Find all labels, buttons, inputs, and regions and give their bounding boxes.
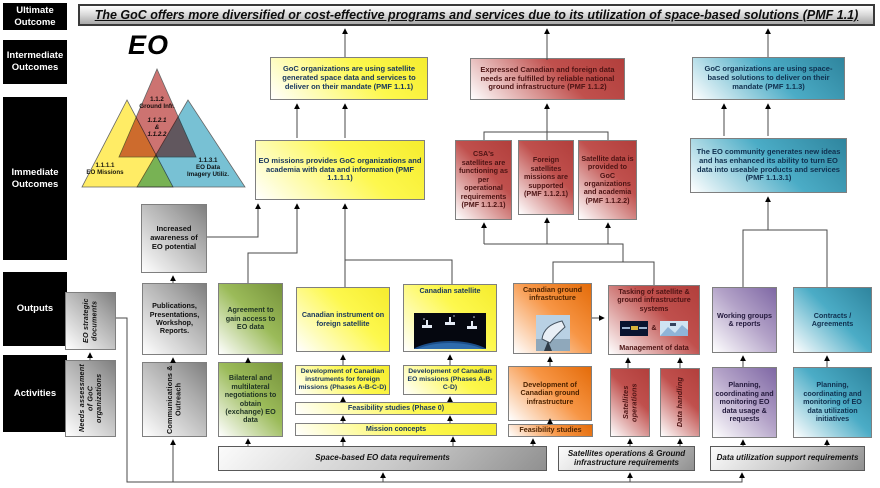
output-canadian-ground-infrastructure: Canadian ground infrastructure (513, 283, 592, 354)
venn-ground-infra-label: 1.1.2 Ground Infr. (139, 96, 175, 111)
row-label-ultimate-outcome: Ultimate Outcome (3, 3, 67, 30)
immediate-outcome-csa-satellites: CSA's satellites are functioning as per … (455, 140, 512, 220)
output-canadian-satellite-label: Canadian satellite (419, 286, 481, 295)
ground-dish-image (535, 315, 570, 351)
output-tasking-management: Tasking of satellite & ground infrastruc… (608, 285, 700, 355)
tasking-satellite-image (620, 320, 649, 336)
output-publications: Publications, Presentations, Workshop, R… (142, 283, 207, 355)
row-label-outputs: Outputs (3, 272, 67, 346)
activity-data-handling: Data handling (660, 368, 700, 437)
tasking-ampersand: & (651, 323, 657, 333)
output-canadian-instrument: Canadian instrument on foreign satellite (296, 287, 390, 352)
venn-ground-infra-sublabel: 1.1.2.1 & 1.1.2.2 (147, 117, 167, 139)
activity-needs-assessment-label: Needs assessment of GoC organizations (76, 364, 103, 433)
activity-satellites-operations-label: Satellites operations (620, 383, 638, 422)
activity-mission-concepts: Mission concepts (295, 423, 497, 436)
output-contracts-agreements: Contracts / Agreements (793, 287, 872, 353)
row-label-immediate-outcomes: Immediate Outcomes (3, 97, 67, 260)
output-canadian-ground-infrastructure-label: Canadian ground infrastructure (522, 285, 583, 303)
activity-data-handling-label: Data handling (674, 377, 684, 428)
row-label-intermediate-outcomes: Intermediate Outcomes (3, 40, 67, 84)
output-agreement-eo-data: Agreement to gain access to EO data (218, 283, 283, 355)
venn-eo-missions-label: 1.1.1.1 EO Missions (86, 162, 124, 177)
immediate-outcome-eo-missions: EO missions provides GoC organizations a… (255, 140, 425, 200)
activity-dev-ground-infrastructure: Development of Canadian ground infrastru… (508, 366, 592, 421)
output-eo-strategic-documents: EO strategic documents (65, 292, 116, 350)
immediate-outcome-eo-community: The EO community generates new ideas and… (690, 138, 847, 193)
activity-dev-canadian-eo-missions: Development of Canadian EO missions (Pha… (403, 365, 497, 395)
canadian-satellite-image (414, 313, 486, 349)
increased-awareness-box: Increased awareness of EO potential (141, 204, 207, 273)
output-management-of-data-label: Management of data (619, 342, 689, 352)
immediate-outcome-foreign-satellites: Foreign satellites missions are supporte… (518, 140, 574, 215)
activity-planning-data-utilization: Planning, coordinating and monitoring of… (793, 367, 872, 438)
activity-dev-canadian-instruments: Development of Canadian instruments for … (295, 365, 390, 395)
bar-satellites-operations-requirements: Satellites operations & Ground infrastru… (558, 446, 695, 471)
intermediate-outcome-ground-infrastructure: Expressed Canadian and foreign data need… (470, 58, 625, 100)
activity-feasibility-studies: Feasibility studies (508, 424, 593, 437)
immediate-outcome-satellite-data-provided: Satellite data is provided to GoC organi… (578, 140, 637, 220)
intermediate-outcome-space-solutions: GoC organizations are using space-based … (692, 57, 845, 100)
bar-data-utilization-requirements: Data utilization support requirements (710, 446, 865, 471)
activity-communications-outreach-label: Communications & Outreach (165, 365, 183, 434)
eo-title: EO (128, 30, 170, 60)
venn-eo-data-label: 1.1.3.1 EO Data Imagery Utiliz. (187, 157, 229, 179)
activity-bilateral-negotiations: Bilateral and multilateral negotiations … (218, 362, 283, 437)
output-tasking-label: Tasking of satellite & ground infrastruc… (617, 287, 691, 313)
output-working-groups: Working groups & reports (712, 287, 777, 353)
output-canadian-satellite: Canadian satellite (403, 284, 497, 352)
output-eo-strategic-documents-label: EO strategic documents (81, 298, 99, 344)
row-label-activities: Activities (3, 355, 67, 432)
tasking-images-row: & (620, 320, 688, 336)
activity-planning-data-usage: Planning, coordinating and monitoring EO… (712, 367, 777, 438)
activity-needs-assessment: Needs assessment of GoC organizations (65, 360, 116, 437)
tasking-data-image (659, 320, 688, 336)
intermediate-outcome-satellite-data: GoC organizations are using satellite ge… (270, 57, 428, 100)
bar-space-based-eo-data-requirements: Space-based EO data requirements (218, 446, 547, 471)
activity-feasibility-phase0: Feasibility studies (Phase 0) (295, 402, 497, 415)
activity-satellites-operations: Satellites operations (610, 368, 650, 437)
ultimate-outcome-banner: The GoC offers more diversified or cost-… (78, 4, 875, 26)
activity-communications-outreach: Communications & Outreach (142, 362, 207, 437)
